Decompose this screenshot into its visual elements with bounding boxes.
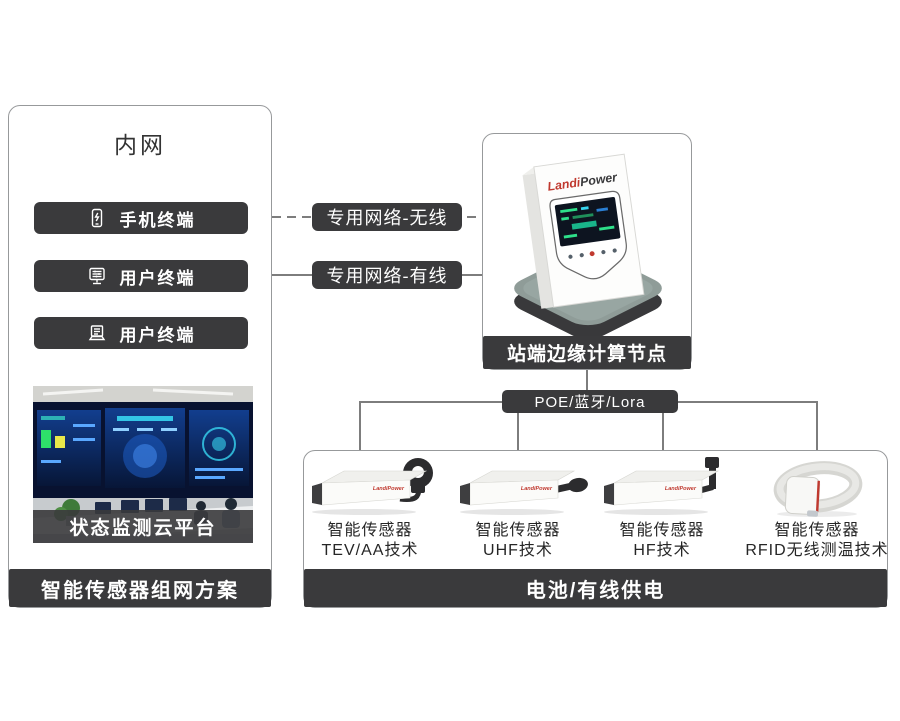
sensor-tech: UHF技术 [483, 542, 553, 559]
downlink-label: POE/蓝牙/Lora [502, 390, 678, 413]
edge-node-panel: Landi Power 站端边缘计算节点 [482, 133, 692, 370]
monitoring-room-photo: 状态监测云平台 [33, 386, 253, 543]
intranet-title: 内网 [114, 132, 166, 158]
edge-device-image: Landi Power [514, 153, 662, 336]
sensor-item-rfid: 智能传感器 RFID无线测温技术 [736, 457, 898, 561]
brand-red-text: Landi [547, 175, 582, 194]
wireless-link-label: 专用网络-无线 [312, 203, 462, 231]
hf-sensor-image: LandiPower [604, 457, 720, 515]
brand-small-text: LandiPower [373, 486, 405, 492]
drop-line-sensor-3 [662, 412, 664, 450]
smartphone-icon [91, 208, 102, 228]
edge-node-caption-bar: 站端边缘计算节点 [483, 336, 691, 369]
edge-to-poe-line [586, 370, 588, 390]
sensor-name: 智能传感器 [619, 522, 705, 539]
terminal-button-laptop: 用户终端 [34, 317, 248, 349]
sensor-tech: RFID无线测温技术 [745, 542, 889, 559]
terminal-button-desktop: 用户终端 [34, 260, 248, 292]
brand-small-text: LandiPower [521, 486, 553, 492]
laptop-icon [88, 325, 105, 341]
terminal-button-phone: 手机终端 [34, 202, 248, 234]
sensor-item-tev: LandiPower 智能传感器 TEV/AA技术 [304, 457, 436, 561]
brand-dark-text: Power [579, 170, 619, 189]
sensor-name: 智能传感器 [774, 522, 860, 539]
sensor-footer-bar: 电池/有线供电 [304, 569, 887, 607]
sensor-tech: TEV/AA技术 [321, 542, 419, 559]
sensor-item-uhf: LandiPower 智能传感器 UHF技术 [452, 457, 588, 561]
brand-small-text: LandiPower [665, 486, 697, 492]
desktop-terminal-icon [88, 267, 105, 285]
platform-caption: 状态监测云平台 [33, 510, 253, 543]
sensor-item-hf: LandiPower 智能传感器 HF技术 [596, 457, 728, 561]
terminal-button-label: 用户终端 [119, 268, 196, 288]
drop-line-sensor-4 [816, 401, 818, 450]
sensor-name: 智能传感器 [327, 522, 413, 539]
poe-branch-right-line [678, 401, 818, 403]
drop-line-sensor-1 [359, 401, 361, 450]
uhf-sensor-image: LandiPower [460, 470, 588, 515]
sensor-tech: HF技术 [633, 542, 691, 559]
terminal-button-label: 用户终端 [119, 325, 196, 345]
tev-sensor-image: LandiPower [312, 458, 433, 515]
rfid-sensor-image [773, 461, 863, 517]
sensor-name: 智能传感器 [475, 522, 561, 539]
poe-branch-left-line [360, 401, 502, 403]
terminal-button-label: 手机终端 [119, 210, 196, 230]
drop-line-sensor-2 [517, 412, 519, 450]
wired-link-label: 专用网络-有线 [312, 261, 462, 289]
intranet-panel: 内网 手机终端 用户终端 [8, 105, 272, 608]
intranet-footer-bar: 智能传感器组网方案 [9, 569, 271, 607]
sensor-panel: LandiPower 智能传感器 TEV/AA技术 LandiPower 智能传… [303, 450, 888, 608]
